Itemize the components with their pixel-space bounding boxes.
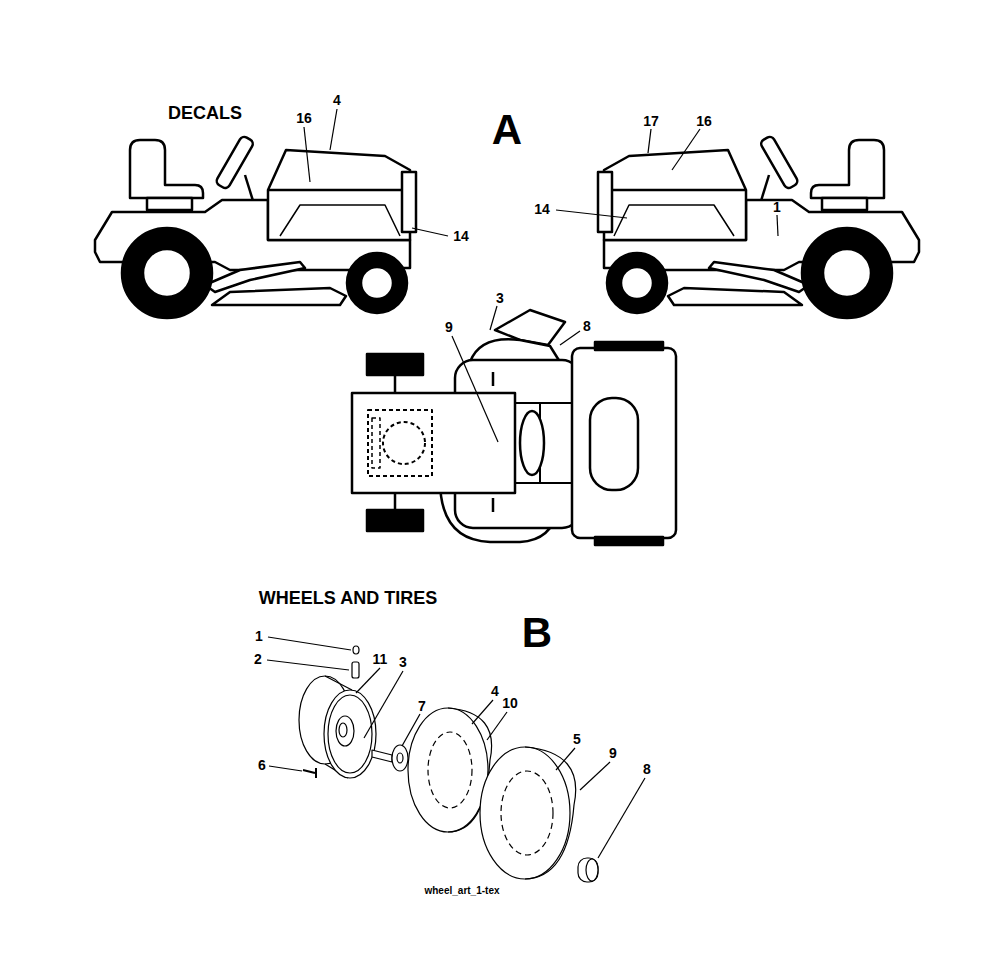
- callout-number: 14: [453, 229, 469, 243]
- callout-number: 16: [296, 111, 312, 125]
- decals-heading: DECALS: [168, 104, 242, 122]
- callout-number: 9: [445, 320, 453, 334]
- callout-number: 2: [254, 652, 262, 666]
- callout-number: 4: [491, 684, 499, 698]
- callout-number: 3: [399, 655, 407, 669]
- callout-number: 10: [502, 696, 518, 710]
- callout-number: 17: [643, 114, 659, 128]
- callout-number: 14: [534, 202, 550, 216]
- leader-lines: [304, 109, 778, 442]
- callout-number: 6: [258, 758, 266, 772]
- section-letter: B: [522, 612, 552, 654]
- callout-number: 8: [583, 319, 591, 333]
- artwork-id: wheel_art_1-tex: [424, 886, 499, 896]
- callout-number: 1: [255, 629, 263, 643]
- callout-number: 8: [643, 762, 651, 776]
- callout-number: 16: [696, 114, 712, 128]
- callout-number: 5: [573, 732, 581, 746]
- tractor-side-view: [95, 135, 416, 318]
- callout-number: 11: [373, 652, 388, 666]
- tractor-top-view: [352, 310, 676, 545]
- decals-heading: WHEELS AND TIRES: [259, 589, 437, 607]
- callout-number: 3: [496, 291, 504, 305]
- callout-number: 7: [418, 699, 426, 713]
- callout-number: 4: [333, 93, 341, 107]
- section-letter: A: [492, 109, 522, 151]
- wheel-parts: [267, 637, 645, 882]
- callout-number: 1: [773, 200, 781, 214]
- callout-number: 9: [609, 746, 617, 760]
